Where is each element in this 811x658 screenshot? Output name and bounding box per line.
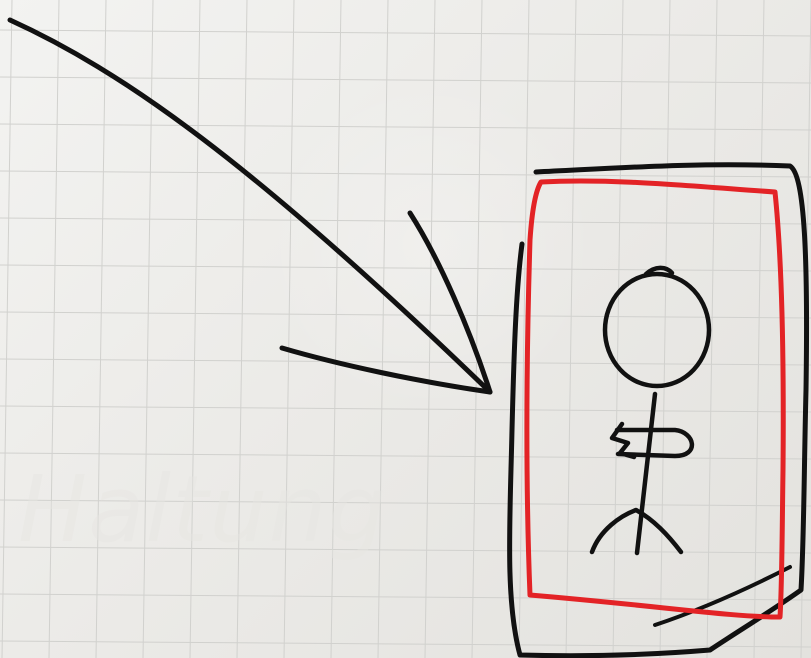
stick-figure-body bbox=[637, 394, 655, 553]
stick-figure-head bbox=[605, 274, 709, 386]
stick-figure bbox=[592, 268, 709, 553]
arrow-head-lower bbox=[282, 348, 490, 392]
arrow-head-upper bbox=[410, 213, 490, 392]
arrow-shaft bbox=[10, 20, 490, 392]
